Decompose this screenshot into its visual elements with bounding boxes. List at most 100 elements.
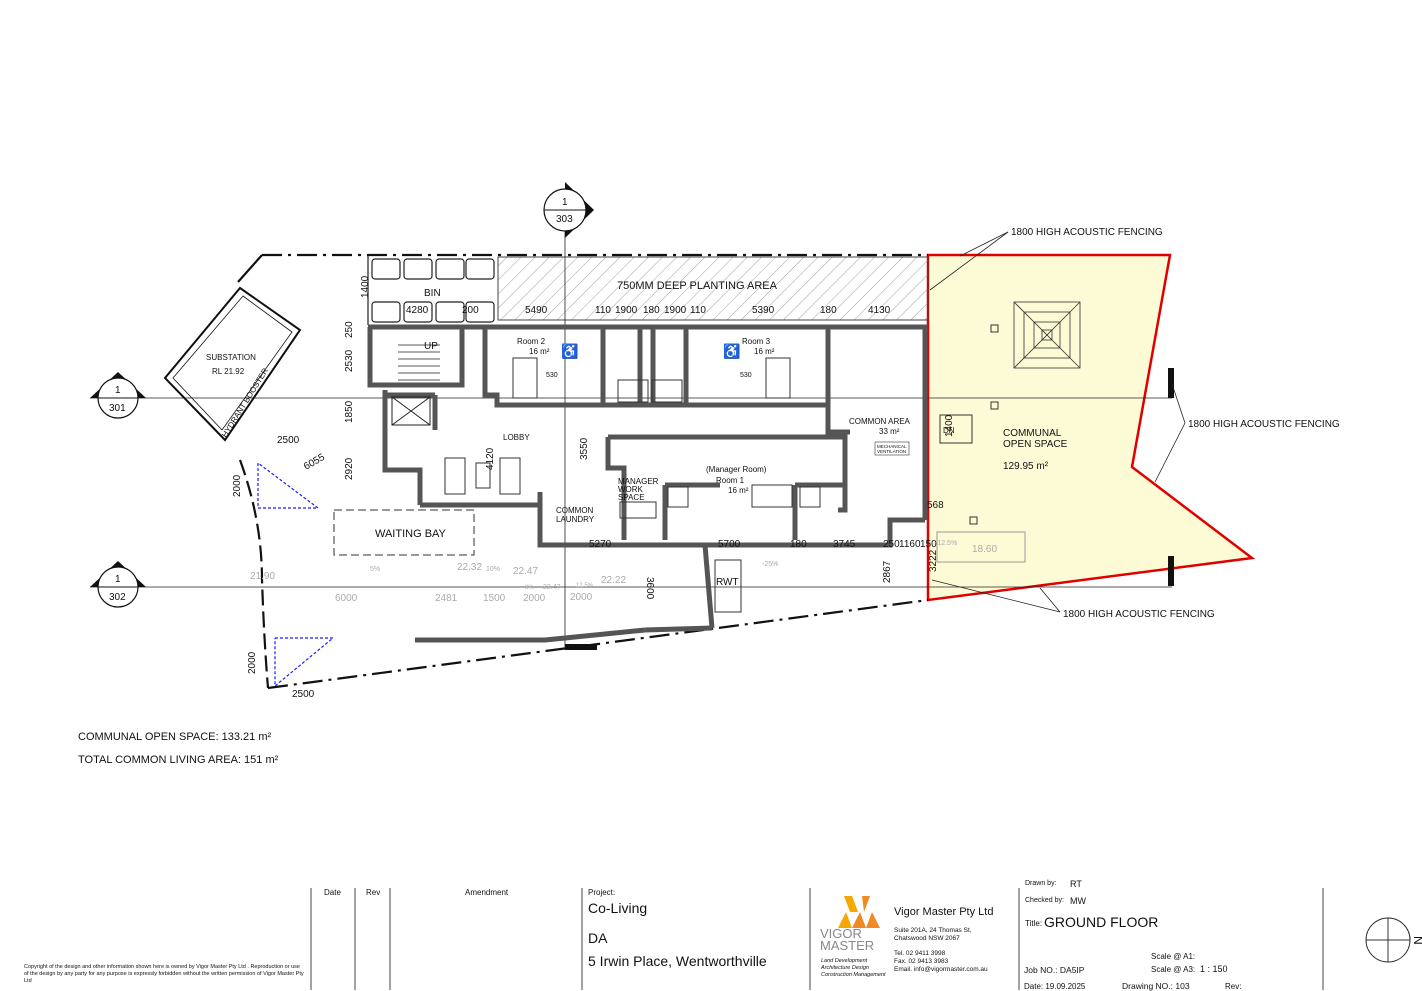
- company-name: Vigor Master Pty Ltd: [894, 906, 994, 918]
- accessible-icon: ♿: [723, 343, 740, 360]
- project-name: Co-Living: [588, 900, 648, 916]
- checked-by-label: Checked by:: [1025, 897, 1064, 904]
- section-marker-301[interactable]: 1 301: [90, 372, 146, 419]
- logo-text-line: MASTER: [820, 938, 875, 953]
- checked-by: MW: [1070, 896, 1086, 906]
- vigor-master-logo: [838, 896, 880, 928]
- project-label: Project:: [588, 888, 616, 897]
- dimension: 2530: [344, 349, 355, 372]
- dimension: 200: [462, 305, 479, 316]
- section-sheet: 301: [109, 403, 126, 414]
- room1-area: 16 m²: [728, 486, 749, 495]
- room3-area: 16 m²: [754, 347, 775, 356]
- dimension: 4130: [868, 305, 891, 316]
- job-no: Job NO.: DA5IP: [1024, 965, 1085, 975]
- laundry-label: COMMON: [556, 506, 594, 515]
- planting-area: [497, 256, 929, 321]
- fence-label-top: 1800 HIGH ACOUSTIC FENCING: [1011, 227, 1163, 238]
- project-address: 5 Irwin Place, Wentworthville: [588, 953, 767, 969]
- dimension: 6055: [302, 452, 327, 473]
- manager-room-label: (Manager Room): [706, 465, 767, 474]
- room-labels: 750MM DEEP PLANTING AREA BIN UP LOBBY Ro…: [375, 227, 1340, 620]
- laundry-label: LAUNDRY: [556, 515, 595, 524]
- room3-label: Room 3: [742, 337, 771, 346]
- title-block-lines: [310, 888, 1324, 990]
- drawing-no: Drawing NO.: 103: [1122, 981, 1190, 991]
- cos-label: COMMUNAL: [1003, 428, 1062, 439]
- dimension: 3745: [833, 539, 856, 550]
- dimension: 5700: [718, 539, 741, 550]
- manager-ws-label: WORK: [618, 485, 644, 494]
- col-rev: Rev: [366, 888, 381, 897]
- dimension: 2500: [277, 435, 300, 446]
- building-walls: [367, 324, 928, 643]
- company-address: Suite 201A, 24 Thomas St,Chatswood NSW 2…: [894, 927, 972, 943]
- room1-label: Room 1: [716, 476, 745, 485]
- dimensions: 1400 4280 200 5490 110 1900 180 1900 110…: [232, 275, 955, 700]
- dimension: 5490: [525, 305, 548, 316]
- section-number: 1: [115, 574, 121, 585]
- substation: SUBSTATION RL 21.92 HYDRANT BOOSTER: [163, 286, 302, 442]
- dimension: 2000: [570, 592, 593, 603]
- address-line: Suite 201A, 24 Thomas St,: [894, 927, 972, 934]
- waiting-bay-label: WAITING BAY: [375, 528, 447, 540]
- tel: Tel. 02 9411 3998: [894, 950, 946, 957]
- title-label: Title:: [1025, 919, 1043, 928]
- tagline-line: Construction Management: [821, 972, 886, 978]
- level: 10%: [486, 566, 500, 573]
- lobby-label: LOBBY: [503, 433, 530, 442]
- dimension: 180: [820, 305, 837, 316]
- room2-area: 16 m²: [529, 347, 550, 356]
- level: -12.5%: [935, 540, 957, 547]
- common-area-size: 33 m²: [879, 427, 900, 436]
- dimension: 2000: [523, 593, 546, 604]
- tagline-line: Architecture Design: [821, 965, 869, 971]
- fax: Fax. 02 9413 3983: [894, 958, 949, 965]
- dimension: 4120: [485, 447, 496, 470]
- drawn-by-label: Drawn by:: [1025, 880, 1057, 887]
- level: 8%: [525, 585, 534, 591]
- bin-store: [367, 255, 495, 325]
- section-marker-302[interactable]: 1 302: [90, 561, 146, 608]
- manager-ws-label: MANAGER: [618, 477, 659, 486]
- dimension: 150: [920, 539, 937, 550]
- tree-symbol: [1013, 301, 1081, 369]
- accessible-icon: ♿: [561, 343, 578, 360]
- dimension: 180: [790, 539, 807, 550]
- rev: Rev:: [1225, 982, 1242, 991]
- lift: [391, 396, 431, 426]
- dimension: 180: [643, 305, 660, 316]
- dimension: 1850: [344, 400, 355, 423]
- section-number: 1: [115, 385, 121, 396]
- bin-label: BIN: [424, 288, 441, 299]
- stairs: [398, 344, 440, 381]
- stair-up-label: UP: [424, 341, 438, 352]
- scale-a1: Scale @ A1:: [1151, 952, 1196, 961]
- dimension: 2000: [247, 651, 258, 674]
- dimension: 1400: [944, 414, 955, 437]
- dimension: 568: [927, 500, 944, 511]
- communal-open-space-area: [926, 253, 1256, 602]
- dimension: 1160: [899, 539, 921, 550]
- site-boundary: [237, 253, 929, 690]
- dimension: 1400: [360, 275, 371, 298]
- dimension: 2000: [232, 474, 243, 497]
- level: 22.32: [457, 562, 482, 573]
- section-sheet: 303: [556, 214, 573, 225]
- dimension: 3550: [579, 437, 590, 460]
- drawn-by: RT: [1070, 879, 1082, 889]
- dimension: 5270: [589, 539, 612, 550]
- section-marker-303[interactable]: 1 303: [543, 182, 594, 238]
- address-line: Chatswood NSW 2067: [894, 935, 960, 942]
- level: 5%: [370, 566, 380, 573]
- col-amendment: Amendment: [465, 888, 509, 897]
- email-link[interactable]: Email. info@vigormaster.com.au: [894, 966, 988, 973]
- dimension: 2920: [344, 457, 355, 480]
- level: 22.47: [543, 584, 561, 591]
- note-communal-open-space: COMMUNAL OPEN SPACE: 133.21 m²: [78, 731, 272, 743]
- level: 21.90: [250, 571, 275, 582]
- date: Date: 19.09.2025: [1024, 982, 1086, 991]
- col-date: Date: [324, 888, 341, 897]
